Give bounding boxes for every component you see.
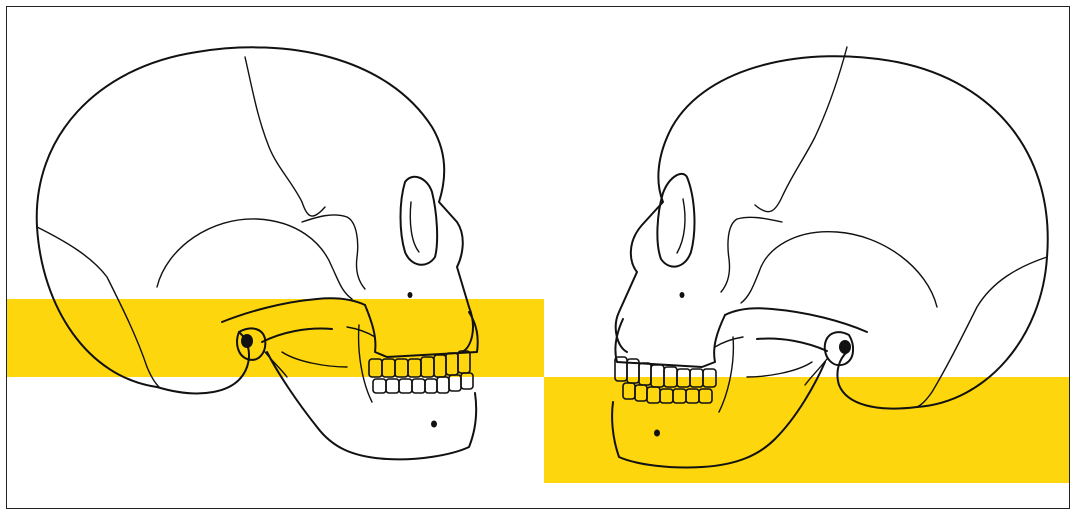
figure-frame (6, 6, 1070, 509)
skull-right-mandible (612, 337, 825, 468)
skull-right-illustration (7, 7, 1070, 509)
skull-right-cranium (615, 47, 1047, 409)
